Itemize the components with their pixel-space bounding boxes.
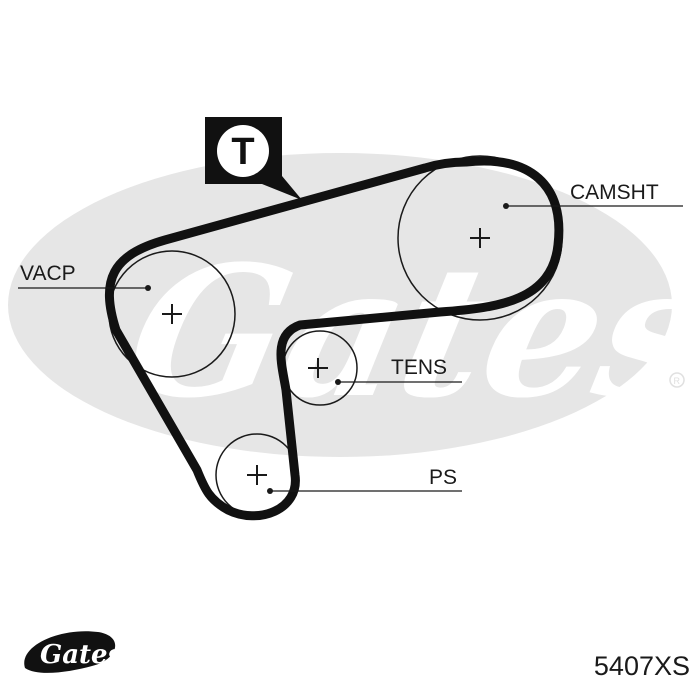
power-steering-leader <box>267 488 462 494</box>
tensioner-marker-callout: T <box>205 117 302 200</box>
camshaft-leader <box>503 203 683 209</box>
gates-watermark: Gates R <box>8 153 700 457</box>
power-steering-label: PS <box>429 466 457 489</box>
tensioner-label: TENS <box>391 356 447 379</box>
tensioner-marker-letter: T <box>231 131 254 173</box>
tensioner-center-cross <box>308 358 328 378</box>
gates-logo: Gates <box>24 631 123 673</box>
vacuum-pump-leader <box>18 285 151 291</box>
part-number: 5407XS <box>594 651 690 681</box>
tensioner-leader <box>335 379 462 385</box>
vacuum-pump-label: VACP <box>20 262 76 285</box>
timing-belt <box>104 156 564 521</box>
gates-watermark-text: Gates <box>112 226 700 438</box>
vacuum-pump-center-cross <box>162 304 182 324</box>
power-steering-center-cross <box>247 465 267 485</box>
svg-text:R: R <box>674 376 681 386</box>
camshaft-center-cross <box>470 228 490 248</box>
camshaft-label: CAMSHT <box>570 181 659 204</box>
gates-logo-text: Gates <box>40 640 123 670</box>
registered-mark-icon <box>669 372 685 388</box>
